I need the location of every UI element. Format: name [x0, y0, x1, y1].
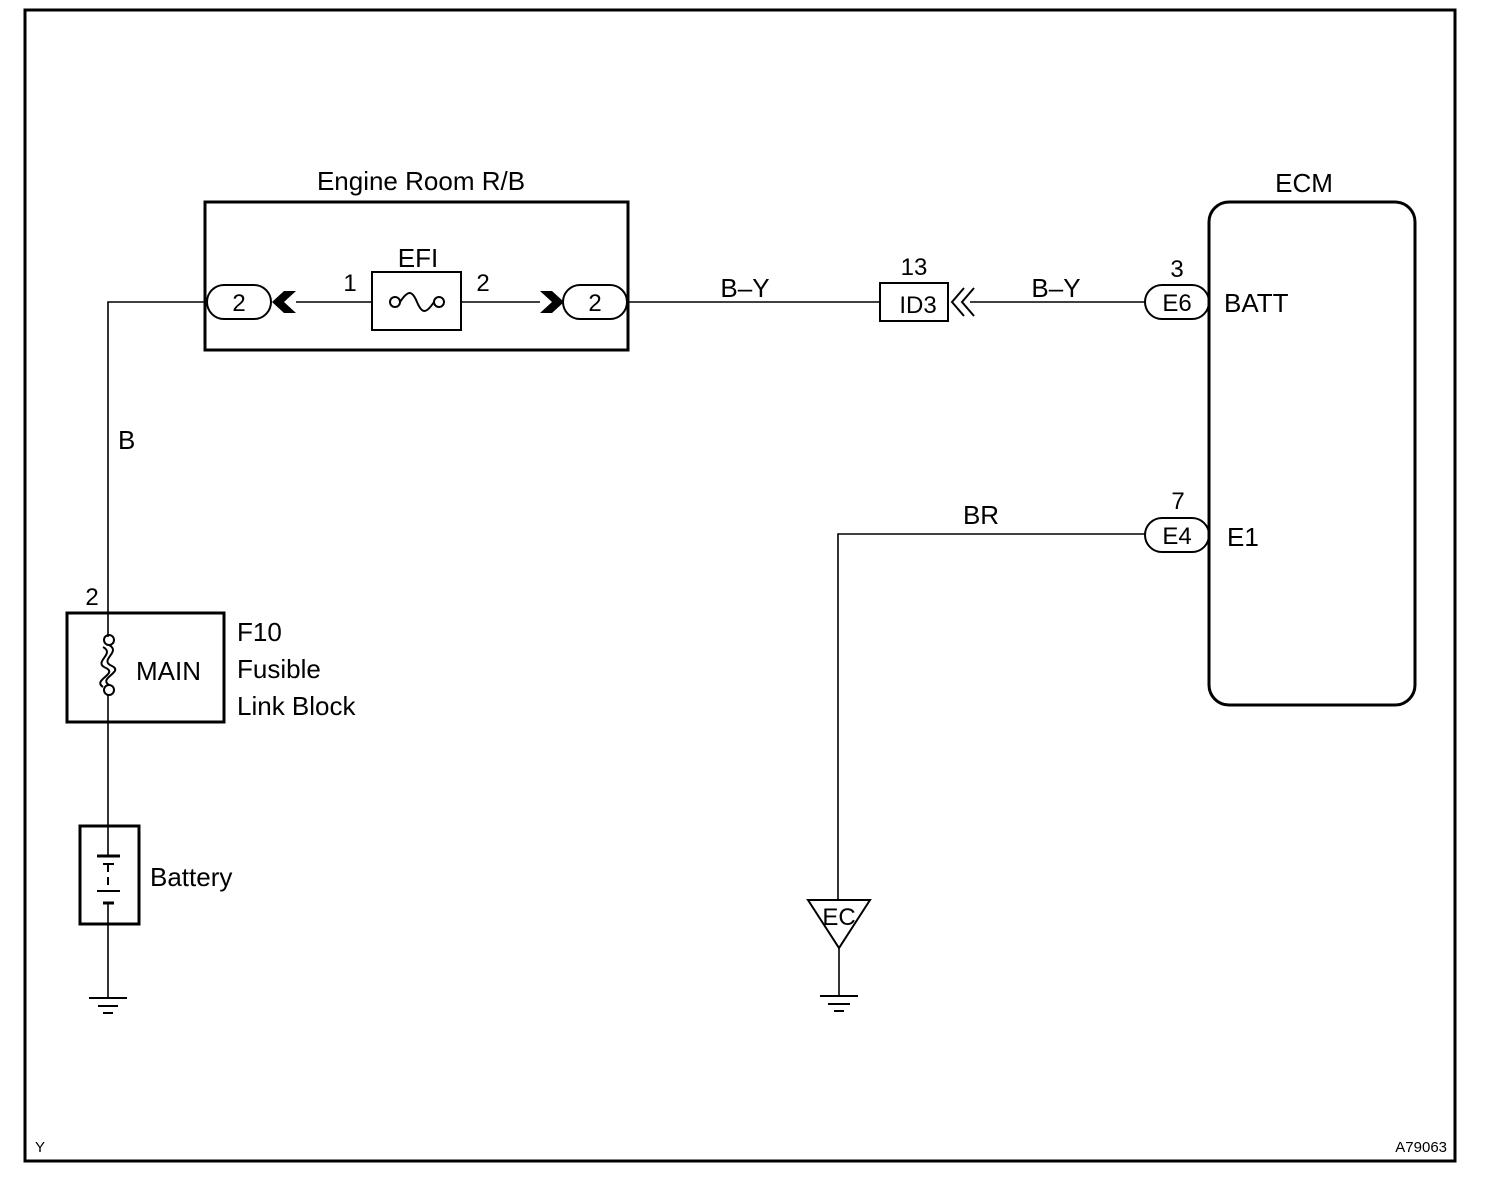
fuse-icon — [389, 292, 445, 312]
ecm-e1-terminal: E1 — [1227, 522, 1259, 552]
relay-block-right-connector: 2 — [540, 284, 628, 320]
fusible-link-name-line1: Fusible — [237, 654, 321, 684]
ecm-title: ECM — [1275, 168, 1333, 198]
fuse-pin-right: 2 — [476, 270, 489, 297]
relay-block-title: Engine Room R/B — [317, 166, 525, 196]
ecm-e1-pin: 7 — [1171, 488, 1184, 515]
relay-block-box — [203, 200, 630, 352]
ecm-batt-terminal: BATT — [1224, 288, 1289, 318]
frame-corner-left: Y — [35, 1139, 45, 1156]
svg-text:2: 2 — [588, 290, 601, 317]
relay-block-left-connector: 2 — [206, 284, 296, 320]
fusible-link-code: F10 — [237, 617, 282, 647]
fusible-link-pin: 2 — [85, 584, 98, 611]
junction-arrow-icon — [950, 287, 975, 317]
battery-box — [78, 824, 141, 926]
wire-label-b-y-left: B–Y — [720, 273, 769, 303]
fuse-pin-left: 1 — [343, 270, 356, 297]
ecm-batt-pin: 3 — [1170, 256, 1183, 283]
ecm-batt-connector — [1144, 284, 1210, 320]
ecm-e1-connector-code: E4 — [1162, 523, 1191, 550]
battery-label: Battery — [150, 862, 232, 892]
ecm-batt-connector-code: E6 — [1162, 290, 1191, 317]
ground-point-ec — [806, 899, 872, 950]
ecm-box — [1207, 200, 1417, 707]
frame-corner-right: A79063 — [1395, 1139, 1447, 1156]
ecm-e1-connector — [1144, 517, 1210, 553]
fusible-link-name-line2: Link Block — [237, 691, 356, 721]
ground-icon-ec — [820, 995, 858, 1012]
wire-label-b: B — [118, 425, 135, 455]
ground-icon-battery — [89, 997, 127, 1014]
svg-text:2: 2 — [232, 290, 245, 317]
fuse-efi-label: EFI — [398, 243, 438, 273]
junction-code: ID3 — [899, 292, 936, 319]
fuse-efi-box — [371, 271, 462, 331]
junction-pin: 13 — [901, 254, 928, 281]
wire-label-b-y-right: B–Y — [1031, 273, 1080, 303]
battery-icon — [97, 826, 120, 924]
fusible-link-fuse-name: MAIN — [136, 656, 201, 686]
fusible-link-box — [65, 611, 226, 724]
fusible-link-icon — [99, 634, 117, 696]
ground-point-code: EC — [822, 904, 855, 931]
wire-label-br: BR — [963, 500, 999, 530]
diagram-frame — [23, 8, 1457, 1163]
junction-id3-box — [879, 282, 949, 322]
